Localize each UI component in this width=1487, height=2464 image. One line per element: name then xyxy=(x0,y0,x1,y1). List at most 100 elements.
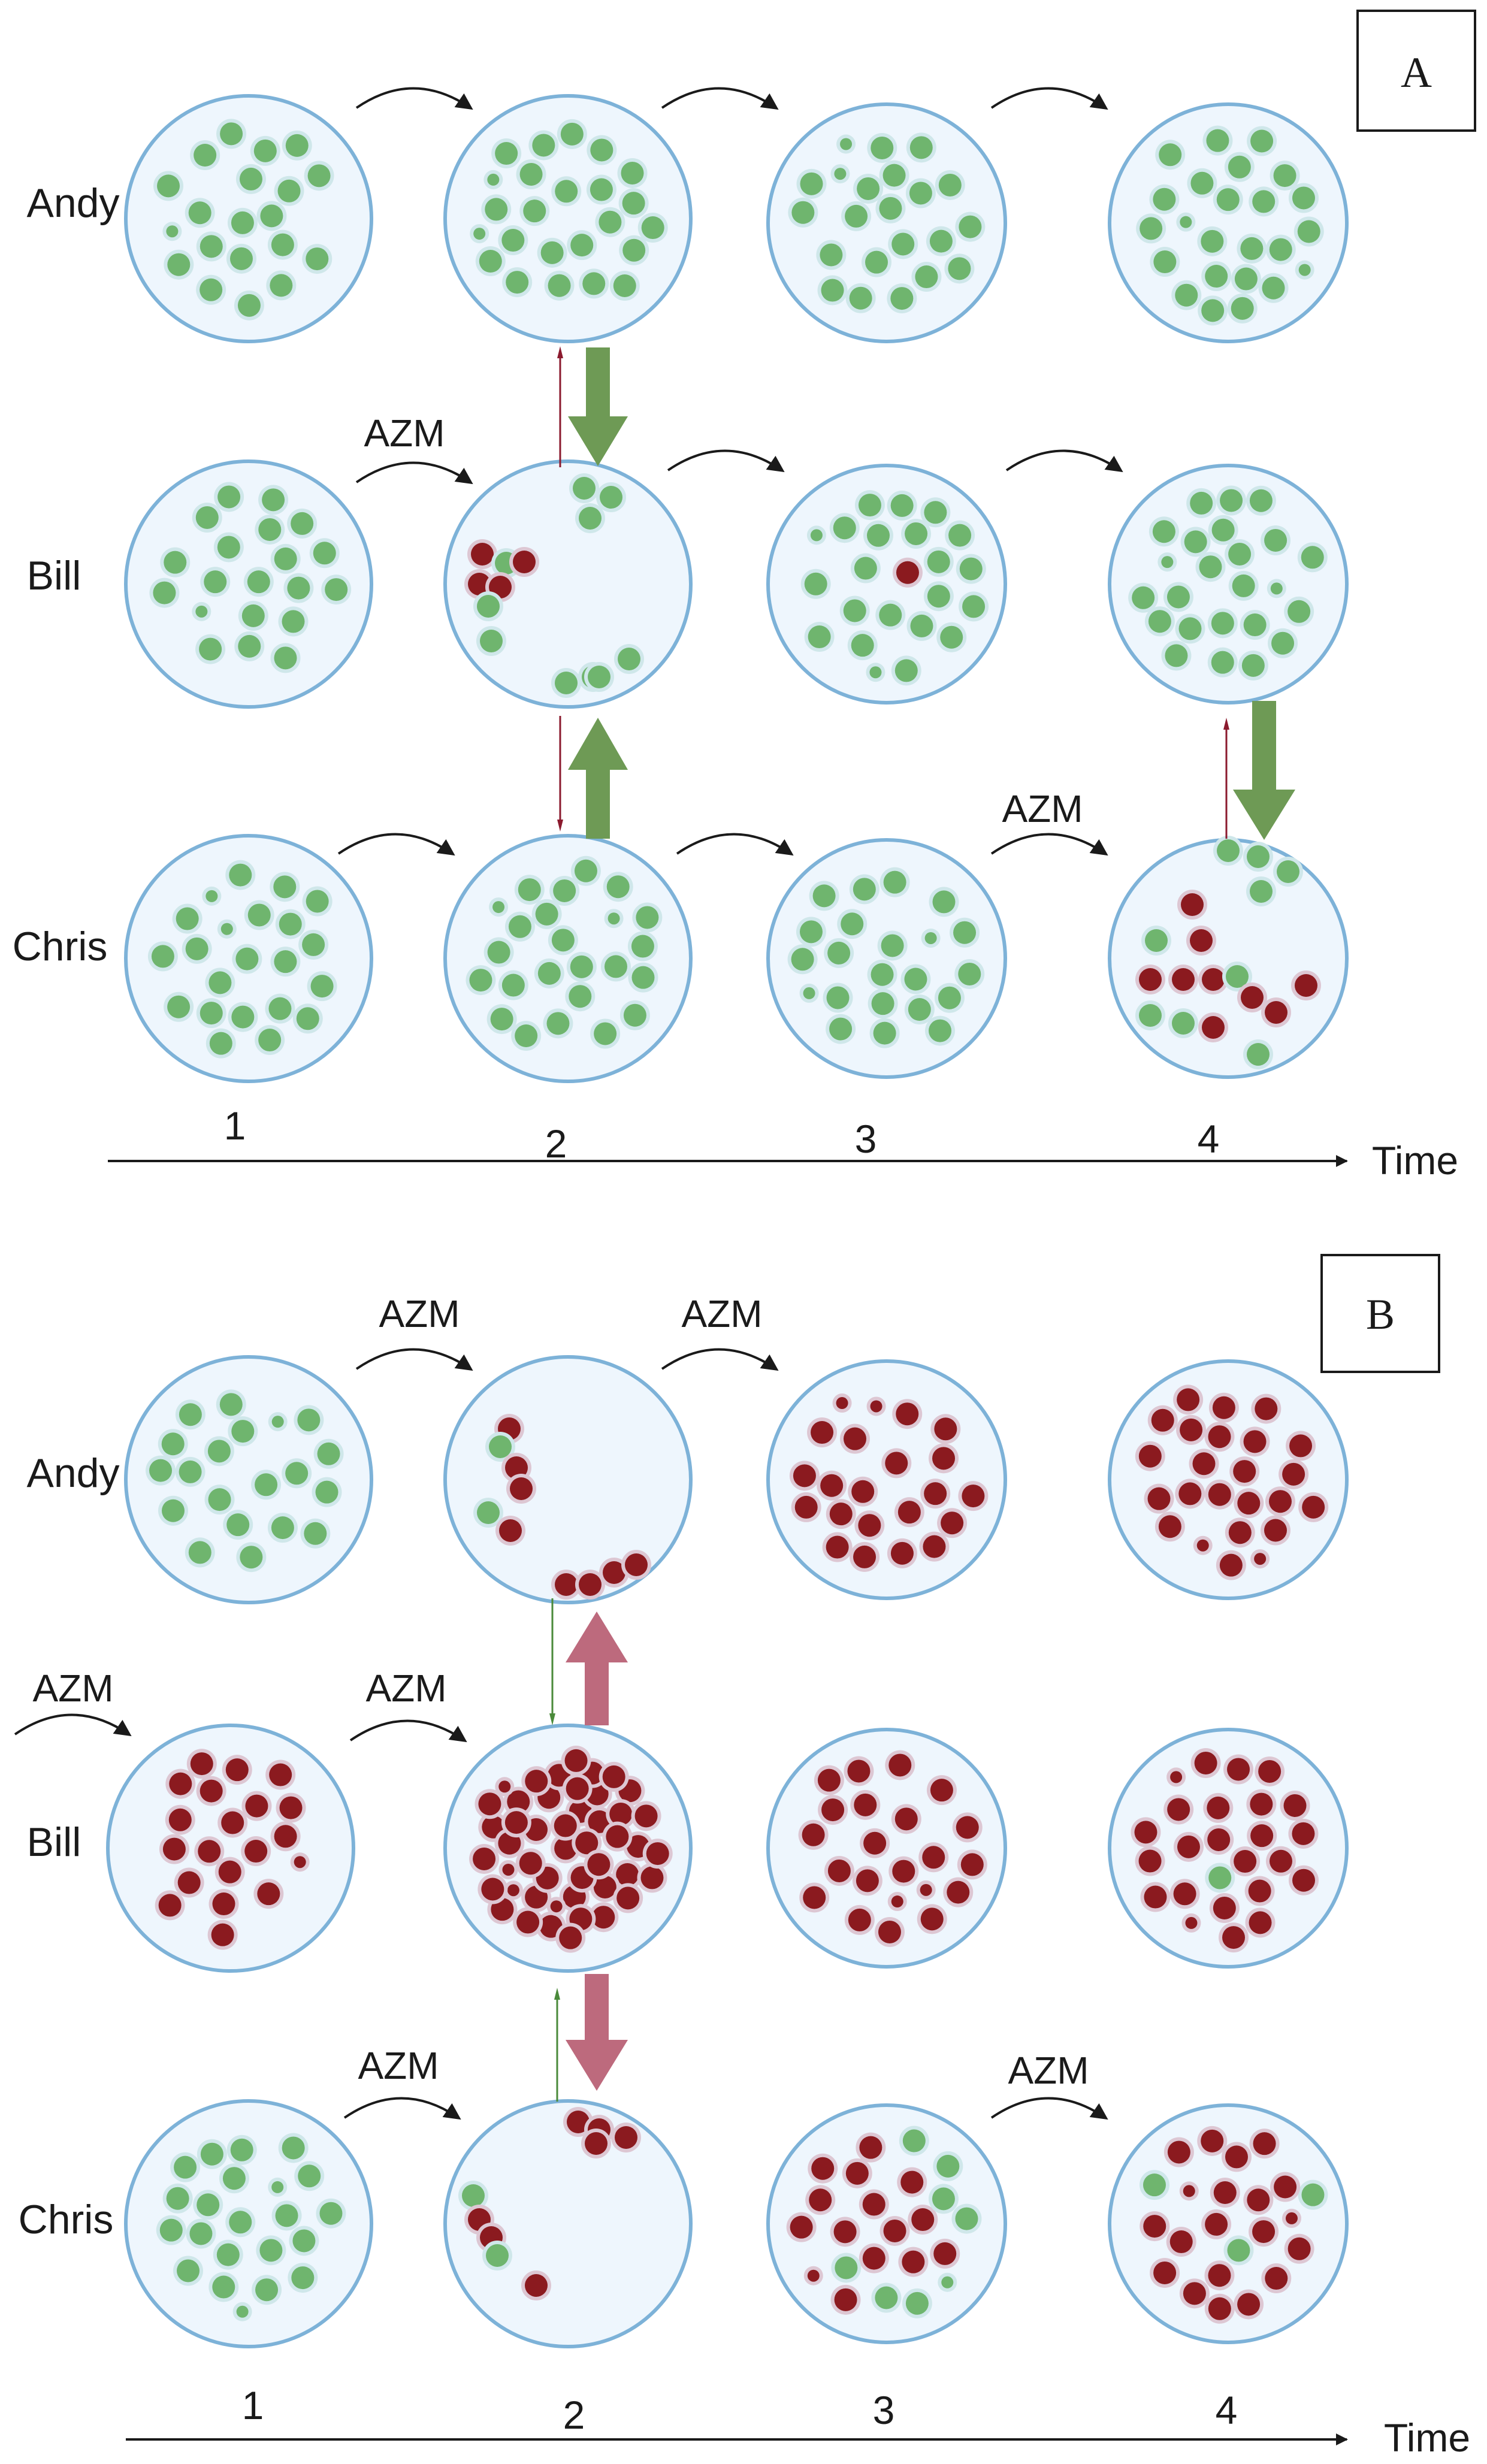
resistant-bacterium xyxy=(803,1886,826,1909)
susceptible-bacterium xyxy=(462,2184,485,2207)
susceptible-bacterium xyxy=(479,250,502,273)
resistant-bacterium xyxy=(559,1926,582,1949)
susceptible-bacterium xyxy=(841,912,864,936)
susceptible-bacterium xyxy=(1175,283,1198,307)
resistant-bacterium xyxy=(1208,2264,1231,2287)
susceptible-bacterium xyxy=(1234,267,1258,291)
resistant-bacterium xyxy=(478,1792,501,1816)
resistant-bacterium xyxy=(525,1770,548,1793)
susceptible-bacterium xyxy=(1211,651,1234,674)
susceptible-bacterium xyxy=(1297,220,1320,243)
susceptible-bacterium xyxy=(1226,965,1249,988)
resistant-bacterium xyxy=(1138,1849,1162,1873)
resistant-bacterium xyxy=(1139,968,1162,991)
susceptible-bacterium xyxy=(216,2243,240,2266)
resistant-bacterium xyxy=(1158,1515,1181,1538)
resistant-bacterium xyxy=(790,2215,813,2239)
resistant-bacterium xyxy=(1177,1835,1200,1858)
susceptible-bacterium xyxy=(924,501,947,524)
susceptible-bacterium xyxy=(287,576,310,600)
well-b-andy-4 xyxy=(1108,1359,1349,1600)
resistant-bacterium xyxy=(1183,2282,1206,2305)
well-a-andy-2 xyxy=(443,94,693,343)
susceptible-bacterium xyxy=(606,875,630,899)
susceptible-bacterium xyxy=(890,287,914,310)
resistant-bacterium xyxy=(1243,1430,1267,1453)
susceptible-bacterium xyxy=(199,637,222,661)
well-a-bill-3 xyxy=(766,464,1007,705)
resistant-bacterium xyxy=(1268,1490,1292,1513)
susceptible-bacterium xyxy=(489,1435,512,1458)
resistant-bacterium xyxy=(212,1892,235,1916)
susceptible-bacterium xyxy=(1180,216,1192,228)
resistant-bacterium xyxy=(567,2111,590,2133)
susceptible-bacterium xyxy=(588,666,610,688)
susceptible-bacterium xyxy=(506,271,529,294)
susceptible-bacterium xyxy=(1201,229,1224,253)
susceptible-bacterium xyxy=(270,274,293,297)
susceptible-bacterium xyxy=(259,2239,283,2262)
step-arrow xyxy=(355,87,473,110)
resistant-bacterium xyxy=(811,1421,834,1444)
susceptible-bacterium xyxy=(247,903,271,927)
resistant-bacterium xyxy=(200,1779,223,1803)
well-a-andy-4 xyxy=(1108,102,1349,343)
susceptible-bacterium xyxy=(879,603,902,627)
susceptible-bacterium xyxy=(600,486,622,509)
row-label-andy: Andy xyxy=(27,1450,120,1496)
susceptible-bacterium xyxy=(255,1473,278,1496)
susceptible-bacterium xyxy=(1161,556,1174,569)
susceptible-bacterium xyxy=(217,536,240,559)
susceptible-bacterium xyxy=(291,2266,315,2290)
susceptible-bacterium xyxy=(226,1513,250,1537)
susceptible-bacterium xyxy=(1211,612,1234,635)
transmission-bill-to-chris xyxy=(554,1974,628,2102)
resistant-bacterium xyxy=(807,2269,820,2282)
susceptible-bacterium xyxy=(1205,265,1228,288)
susceptible-bacterium xyxy=(1166,585,1190,609)
susceptible-bacterium xyxy=(883,870,906,894)
resistant-bacterium xyxy=(588,1810,611,1833)
resistant-bacterium xyxy=(1274,2175,1297,2199)
azm-label: AZM xyxy=(379,1292,460,1335)
resistant-bacterium xyxy=(827,1859,851,1882)
susceptible-bacterium xyxy=(487,941,510,964)
resistant-bacterium xyxy=(1194,1751,1217,1774)
resistant-bacterium xyxy=(502,1863,515,1876)
susceptible-bacterium xyxy=(195,506,219,529)
step-arrow xyxy=(667,449,785,473)
susceptible-bacterium xyxy=(936,2154,960,2178)
resistant-bacterium xyxy=(1147,1487,1171,1510)
susceptible-bacterium xyxy=(959,215,982,238)
susceptible-bacterium xyxy=(274,950,297,973)
resistant-bacterium xyxy=(894,1807,918,1831)
susceptible-bacterium xyxy=(189,2222,213,2245)
resistant-bacterium xyxy=(269,1763,292,1786)
susceptible-bacterium xyxy=(608,912,620,925)
time-axis-label: Time xyxy=(1372,1138,1458,1183)
susceptible-bacterium xyxy=(1165,644,1188,667)
susceptible-bacterium xyxy=(275,2204,298,2227)
well-b-bill-1 xyxy=(106,1724,355,1973)
susceptible-bacterium xyxy=(220,923,233,935)
resistant-bacterium xyxy=(1241,986,1264,1009)
susceptible-bacterium xyxy=(313,542,336,565)
azm-label: AZM xyxy=(32,1667,113,1710)
step-arrow xyxy=(355,1348,473,1371)
susceptible-bacterium xyxy=(222,2167,246,2190)
resistant-bacterium xyxy=(1250,1824,1274,1848)
resistant-bacterium xyxy=(1255,1397,1278,1420)
susceptible-bacterium xyxy=(230,2138,253,2161)
susceptible-bacterium xyxy=(161,1432,185,1456)
susceptible-bacterium xyxy=(594,1022,617,1045)
susceptible-bacterium xyxy=(835,2256,858,2279)
resistant-bacterium xyxy=(878,1920,901,1943)
susceptible-bacterium xyxy=(177,2259,200,2282)
row-label-bill: Bill xyxy=(27,553,81,598)
susceptible-bacterium xyxy=(317,1442,340,1465)
resistant-bacterium xyxy=(585,2132,608,2155)
susceptible-bacterium xyxy=(307,164,331,188)
resistant-bacterium xyxy=(1190,929,1213,952)
resistant-bacterium xyxy=(793,1464,816,1488)
